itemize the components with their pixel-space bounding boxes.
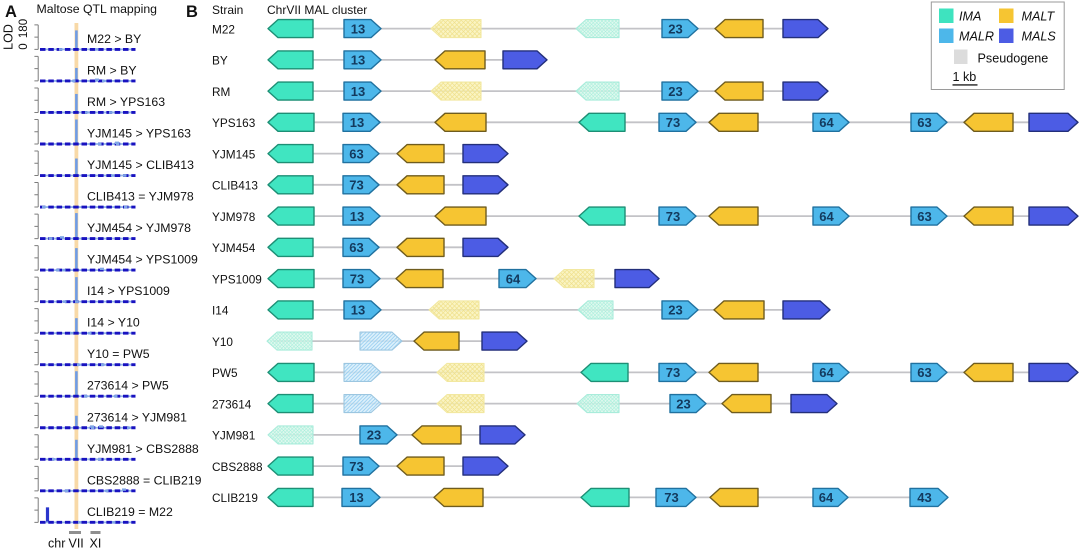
svg-text:CLIB413 = YJM978: CLIB413 = YJM978 bbox=[87, 190, 194, 204]
svg-text:13: 13 bbox=[349, 490, 363, 505]
svg-text:64: 64 bbox=[819, 490, 834, 505]
svg-text:YPS1009: YPS1009 bbox=[212, 272, 262, 286]
svg-text:73: 73 bbox=[666, 365, 680, 380]
svg-text:Y10 = PW5: Y10 = PW5 bbox=[87, 347, 150, 361]
svg-text:YJM145 > CLIB413: YJM145 > CLIB413 bbox=[87, 158, 194, 172]
svg-text:LOD: LOD bbox=[2, 24, 16, 50]
svg-text:23: 23 bbox=[668, 21, 682, 36]
svg-text:273614: 273614 bbox=[212, 397, 252, 411]
svg-text:Maltose QTL mapping: Maltose QTL mapping bbox=[37, 2, 158, 16]
svg-text:CBS2888 = CLIB219: CBS2888 = CLIB219 bbox=[87, 473, 202, 487]
svg-text:64: 64 bbox=[819, 209, 834, 224]
svg-text:M22 > BY: M22 > BY bbox=[87, 32, 141, 46]
svg-text:B: B bbox=[186, 3, 198, 21]
svg-text:ChrVII MAL cluster: ChrVII MAL cluster bbox=[267, 3, 367, 17]
svg-text:64: 64 bbox=[819, 365, 834, 380]
svg-text:I14: I14 bbox=[212, 304, 229, 318]
svg-text:Pseudogene: Pseudogene bbox=[978, 52, 1049, 66]
svg-text:RM > BY: RM > BY bbox=[87, 63, 137, 77]
svg-text:73: 73 bbox=[666, 115, 680, 130]
svg-text:23: 23 bbox=[668, 84, 682, 99]
svg-text:VII: VII bbox=[69, 537, 84, 550]
svg-text:73: 73 bbox=[350, 271, 364, 286]
svg-text:YJM145: YJM145 bbox=[212, 147, 256, 161]
svg-text:MALR: MALR bbox=[959, 30, 994, 44]
svg-text:63: 63 bbox=[349, 146, 363, 161]
svg-text:64: 64 bbox=[506, 271, 521, 286]
svg-text:CLIB413: CLIB413 bbox=[212, 179, 258, 193]
svg-text:CLIB219: CLIB219 bbox=[212, 491, 258, 505]
svg-text:IMA: IMA bbox=[959, 10, 981, 24]
svg-text:YJM145 > YPS163: YJM145 > YPS163 bbox=[87, 126, 191, 140]
svg-text:RM: RM bbox=[212, 85, 230, 99]
svg-text:PW5: PW5 bbox=[212, 366, 238, 380]
svg-text:43: 43 bbox=[917, 490, 931, 505]
svg-text:YJM981 > CBS2888: YJM981 > CBS2888 bbox=[87, 442, 199, 456]
svg-text:273614 > PW5: 273614 > PW5 bbox=[87, 379, 169, 393]
svg-text:A: A bbox=[5, 3, 17, 21]
svg-text:73: 73 bbox=[349, 459, 363, 474]
svg-text:13: 13 bbox=[351, 84, 365, 99]
svg-text:MALT: MALT bbox=[1022, 10, 1056, 24]
svg-text:0: 0 bbox=[18, 43, 30, 49]
svg-text:73: 73 bbox=[349, 178, 363, 193]
svg-text:CBS2888: CBS2888 bbox=[212, 460, 263, 474]
svg-text:63: 63 bbox=[349, 240, 363, 255]
svg-text:180: 180 bbox=[18, 19, 30, 38]
svg-text:13: 13 bbox=[350, 115, 364, 130]
svg-text:Y10: Y10 bbox=[212, 335, 233, 349]
svg-text:73: 73 bbox=[664, 490, 678, 505]
svg-text:MALS: MALS bbox=[1022, 30, 1057, 44]
svg-text:1 kb: 1 kb bbox=[953, 70, 977, 84]
svg-text:273614 > YJM981: 273614 > YJM981 bbox=[87, 410, 187, 424]
svg-text:RM > YPS163: RM > YPS163 bbox=[87, 95, 165, 109]
svg-text:23: 23 bbox=[668, 303, 682, 318]
svg-text:63: 63 bbox=[917, 209, 931, 224]
svg-text:13: 13 bbox=[351, 21, 365, 36]
svg-text:63: 63 bbox=[917, 115, 931, 130]
svg-text:YJM978: YJM978 bbox=[212, 210, 256, 224]
svg-text:64: 64 bbox=[819, 115, 834, 130]
svg-text:CLIB219 = M22: CLIB219 = M22 bbox=[87, 505, 173, 519]
svg-text:YJM454 > YJM978: YJM454 > YJM978 bbox=[87, 221, 191, 235]
svg-text:73: 73 bbox=[666, 209, 680, 224]
svg-text:13: 13 bbox=[351, 53, 365, 68]
svg-text:YJM454 > YPS1009: YJM454 > YPS1009 bbox=[87, 253, 198, 267]
svg-text:YJM981: YJM981 bbox=[212, 429, 255, 443]
svg-text:YPS163: YPS163 bbox=[212, 116, 256, 130]
svg-text:13: 13 bbox=[351, 303, 365, 318]
svg-text:chr: chr bbox=[48, 537, 65, 550]
svg-text:13: 13 bbox=[350, 209, 364, 224]
svg-text:Strain: Strain bbox=[212, 3, 243, 17]
svg-text:M22: M22 bbox=[212, 22, 235, 36]
svg-text:XI: XI bbox=[90, 537, 102, 550]
svg-text:I14 > Y10: I14 > Y10 bbox=[87, 316, 140, 330]
svg-text:I14 > YPS1009: I14 > YPS1009 bbox=[87, 284, 170, 298]
svg-text:63: 63 bbox=[917, 365, 931, 380]
svg-text:23: 23 bbox=[367, 428, 381, 443]
svg-text:23: 23 bbox=[676, 396, 690, 411]
svg-text:BY: BY bbox=[212, 54, 228, 68]
svg-text:YJM454: YJM454 bbox=[212, 241, 256, 255]
